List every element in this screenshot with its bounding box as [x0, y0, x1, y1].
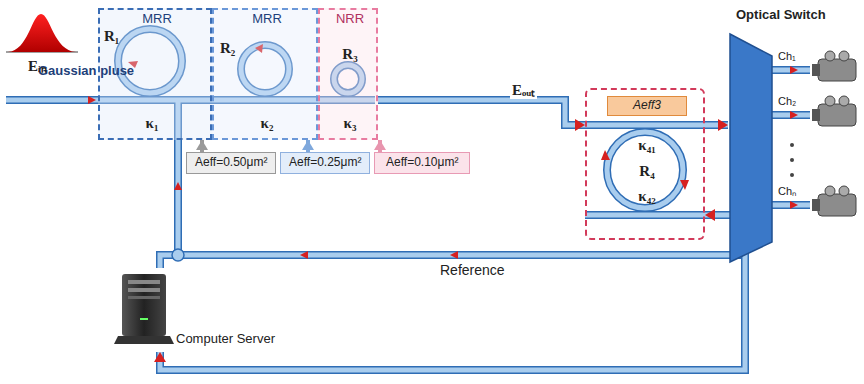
- switch-outline: [728, 6, 858, 264]
- waveguide-connector: [705, 125, 728, 126]
- drawing-circle: [825, 96, 835, 106]
- drawing-path: [8, 14, 76, 52]
- camera-icon: [812, 96, 856, 126]
- drawing-path: [378, 100, 585, 125]
- drawing-path: [306, 140, 310, 152]
- channel-label: Ch₁: [776, 50, 798, 63]
- drawing-path: [580, 121, 705, 129]
- drawing-rect: [812, 109, 820, 121]
- field-label: Eᵢₙ: [28, 58, 47, 75]
- drawing-path: [772, 70, 810, 205]
- drawing-path: [174, 182, 182, 190]
- drawing-g: [812, 51, 856, 216]
- area-box: Aeff=0.25μm²: [280, 152, 370, 174]
- drawing-path: [178, 100, 745, 255]
- drawing-circle: [839, 51, 849, 61]
- drawing-rect: [818, 104, 856, 126]
- signal-label: Gaussian pluse: [38, 64, 134, 79]
- drawing-path: [178, 100, 745, 255]
- drawing-rect: [128, 288, 160, 292]
- area-label: Aeff=0.25μm²: [289, 156, 361, 170]
- camera-icon: [812, 186, 856, 216]
- area-box: Aeff3: [607, 96, 687, 116]
- drawing-path: [200, 140, 204, 152]
- camera-icon: [812, 51, 856, 81]
- optical-switch: Optical Switch: [728, 6, 858, 264]
- coupling-label: κ₂: [261, 115, 274, 132]
- channel-label: Chₙ: [776, 185, 798, 198]
- coupling-label: κ₄₂: [638, 188, 655, 205]
- drawing-circle: [607, 132, 683, 208]
- drawing-path: [790, 201, 798, 209]
- group-label: NRR: [336, 12, 364, 27]
- area-box: Aeff=0.10μm²: [374, 152, 470, 174]
- drawing-path: [580, 123, 705, 128]
- drawing-path: [585, 213, 705, 218]
- drawing-path: [450, 251, 458, 259]
- drawing-rect: [140, 318, 148, 320]
- drawing-circle: [790, 143, 794, 147]
- drawing-path: [790, 66, 798, 74]
- drawing-rect: [122, 274, 166, 336]
- drawing-path: [585, 211, 705, 219]
- server-label: Computer Server: [176, 332, 275, 347]
- add-drop-ring-box: κ₄₁ R₄ κ₄₂ Aeff3: [585, 88, 705, 240]
- waveguide-connector: [378, 100, 585, 125]
- drawing-path: [601, 150, 610, 160]
- area-arrow: [202, 140, 203, 152]
- coupling-label: κ₃: [344, 115, 357, 132]
- drawing-path: [680, 180, 689, 190]
- drawing-circle: [790, 173, 794, 177]
- area-arrow: [380, 140, 381, 152]
- drawing-path: [705, 123, 728, 128]
- edge-label: Eₒᵤₜ: [510, 82, 537, 99]
- drawing-circle: [607, 132, 683, 208]
- coupling-label: κ₄₁: [638, 137, 655, 154]
- drawing-rect: [818, 59, 856, 81]
- ring-label: R₄: [639, 163, 654, 180]
- computer-server: Computer Server: [114, 268, 300, 352]
- ring-label: R₂: [220, 40, 235, 57]
- path-label: Reference: [440, 262, 505, 278]
- ring-group: MRR R₂ κ₂: [212, 8, 318, 140]
- switch-title: Optical Switch: [736, 8, 826, 23]
- drawing-path: [114, 336, 174, 344]
- channel-label: Ch₂: [776, 95, 798, 108]
- drawing-rect: [812, 199, 820, 211]
- drawing-circle: [172, 249, 184, 261]
- drawing-path: [730, 34, 772, 262]
- drawing-circle: [839, 186, 849, 196]
- drawing-rect: [128, 296, 160, 299]
- area-arrow: [308, 140, 309, 152]
- coupling-label: κ₁: [146, 115, 159, 132]
- group-label: MRR: [142, 12, 172, 27]
- drawing-circle: [825, 186, 835, 196]
- drawing-circle: [839, 96, 849, 106]
- drawing-rect: [818, 194, 856, 216]
- area-box: Aeff=0.50μm²: [186, 152, 276, 174]
- area-label: Aeff3: [633, 99, 661, 113]
- drawing-path: [772, 70, 810, 205]
- drawing-path: [300, 251, 308, 259]
- drawing-g: [790, 143, 794, 177]
- drawing-circle: [790, 158, 794, 162]
- drawing-path: [790, 111, 798, 119]
- drawing-rect: [812, 64, 820, 76]
- drawing-path: [88, 96, 96, 104]
- drawing-path: [705, 121, 728, 129]
- area-label: Aeff=0.10μm²: [386, 156, 458, 170]
- drawing-path: [378, 140, 382, 152]
- drawing-path: [378, 100, 585, 125]
- drawing-circle: [825, 51, 835, 61]
- group-label: MRR: [252, 12, 282, 27]
- area-label: Aeff=0.50μm²: [195, 156, 267, 170]
- drawing-rect: [128, 280, 160, 284]
- ring-group: NRR R₃ κ₃: [318, 8, 378, 140]
- ring-label: R₁: [104, 28, 119, 45]
- ring-label: R₃: [342, 46, 357, 63]
